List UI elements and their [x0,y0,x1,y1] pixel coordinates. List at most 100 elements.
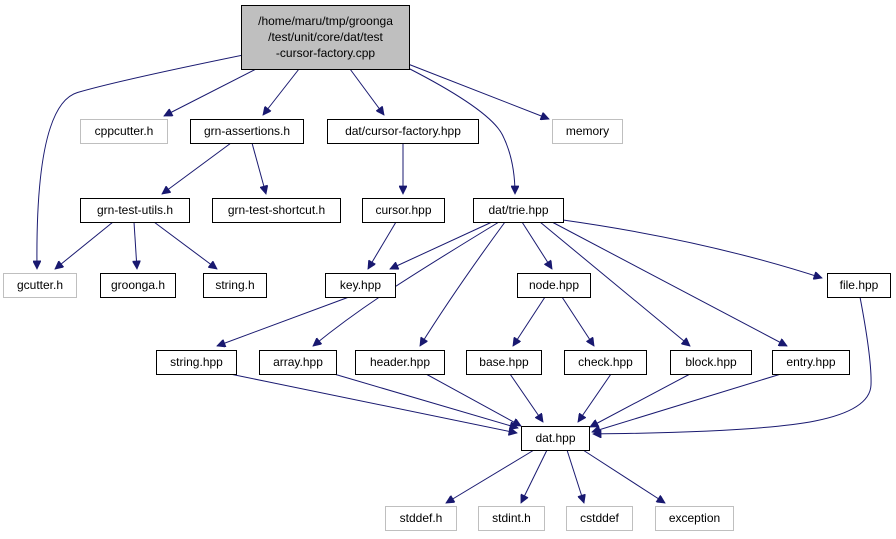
edge-array-hpp-to-dat-hpp [333,373,518,428]
edge-dat-trie-hpp-to-block-hpp [539,221,690,346]
node-box-dat-trie-hpp [473,198,564,223]
node-box-exception [655,506,734,531]
edges-layer [37,51,872,503]
edge-root-to-memory [407,63,549,119]
edge-node-hpp-to-check-hpp [561,296,594,346]
node-label-groonga-h: groonga.h [111,278,165,292]
node-node-hpp[interactable]: node.hpp [517,273,591,298]
node-box-stdint-h [478,506,545,531]
edge-dat-trie-hpp-to-file-hpp [562,219,822,278]
node-label-stddef-h: stddef.h [400,511,443,525]
node-root[interactable]: /home/maru/tmp/groonga/test/unit/core/da… [241,5,410,70]
node-label-dat-trie-hpp: dat/trie.hpp [488,203,548,217]
nodes-layer: /home/maru/tmp/groonga/test/unit/core/da… [3,5,891,531]
edge-root-to-gcutter-h [37,51,259,269]
node-box-grn-assertions-h [190,119,304,144]
edge-entry-hpp-to-dat-hpp [592,373,782,432]
node-label-root-line-2: /test/unit/core/dat/test [268,30,383,44]
node-label-dat-cursor-factory-hpp: dat/cursor-factory.hpp [345,124,461,138]
node-label-cstddef: cstddef [580,511,619,525]
node-box-cursor-hpp [362,198,445,223]
node-exception: exception [655,506,734,531]
node-cursor-hpp[interactable]: cursor.hpp [362,198,445,223]
node-box-header-hpp [355,350,445,375]
node-label-root-line-1: /home/maru/tmp/groonga [258,14,393,28]
node-gcutter-h: gcutter.h [3,273,77,298]
node-grn-assertions-h[interactable]: grn-assertions.h [190,119,304,144]
node-box-check-hpp [564,350,647,375]
node-box-string-h [203,273,267,298]
node-dat-hpp[interactable]: dat.hpp [521,426,590,451]
edge-block-hpp-to-dat-hpp [590,373,691,428]
node-label-key-hpp: key.hpp [340,278,381,292]
node-box-key-hpp [325,273,396,298]
node-label-root-line-3: -cursor-factory.cpp [276,46,375,60]
edge-grn-test-utils-h-to-groonga-h [134,221,137,269]
node-box-entry-hpp [772,350,850,375]
edge-dat-trie-hpp-to-entry-hpp [551,221,787,347]
node-label-gcutter-h: gcutter.h [17,278,63,292]
node-check-hpp[interactable]: check.hpp [564,350,647,375]
node-array-hpp[interactable]: array.hpp [259,350,337,375]
node-stddef-h: stddef.h [385,506,457,531]
node-dat-trie-hpp[interactable]: dat/trie.hpp [473,198,564,223]
node-label-dat-hpp: dat.hpp [535,431,575,445]
edge-check-hpp-to-dat-hpp [578,373,612,422]
node-entry-hpp[interactable]: entry.hpp [772,350,850,375]
node-label-string-hpp: string.hpp [170,355,223,369]
node-grn-test-shortcut-h[interactable]: grn-test-shortcut.h [212,198,341,223]
node-box-gcutter-h [3,273,77,298]
edge-base-hpp-to-dat-hpp [509,373,543,422]
node-dat-cursor-factory-hpp[interactable]: dat/cursor-factory.hpp [327,119,479,144]
node-cppcutter-h: cppcutter.h [80,119,168,144]
node-file-hpp[interactable]: file.hpp [827,273,891,298]
node-box-block-hpp [670,350,752,375]
node-box-cppcutter-h [80,119,168,144]
node-label-grn-test-shortcut-h: grn-test-shortcut.h [228,203,325,217]
node-string-h[interactable]: string.h [203,273,267,298]
node-box-root [241,5,410,70]
edge-grn-assertions-h-to-grn-test-utils-h [162,142,232,194]
edge-cursor-hpp-to-key-hpp [368,221,397,269]
node-stdint-h: stdint.h [478,506,545,531]
edge-key-hpp-to-string-hpp [217,296,350,346]
edge-grn-test-utils-h-to-gcutter-h [55,221,114,269]
node-memory: memory [552,119,623,144]
node-label-entry-hpp: entry.hpp [786,355,835,369]
node-cstddef: cstddef [566,506,633,531]
node-box-file-hpp [827,273,891,298]
node-groonga-h[interactable]: groonga.h [100,273,176,298]
edge-dat-hpp-to-exception [582,449,665,503]
edge-header-hpp-to-dat-hpp [425,373,521,427]
node-header-hpp[interactable]: header.hpp [355,350,445,375]
edge-dat-hpp-to-stddef-h [446,449,535,503]
node-grn-test-utils-h[interactable]: grn-test-utils.h [80,198,190,223]
node-label-base-hpp: base.hpp [479,355,529,369]
node-box-grn-test-shortcut-h [212,198,341,223]
edge-root-to-cppcutter-h [164,67,259,117]
edge-dat-trie-hpp-to-key-hpp [390,221,493,269]
edge-dat-trie-hpp-to-header-hpp [420,221,506,346]
node-key-hpp[interactable]: key.hpp [325,273,396,298]
node-box-array-hpp [259,350,337,375]
node-box-dat-hpp [521,426,590,451]
node-box-groonga-h [100,273,176,298]
node-label-array-hpp: array.hpp [273,355,323,369]
node-base-hpp[interactable]: base.hpp [466,350,542,375]
node-label-cursor-hpp: cursor.hpp [375,203,431,217]
node-label-cppcutter-h: cppcutter.h [95,124,154,138]
edge-root-to-grn-assertions-h [263,68,300,115]
node-label-exception: exception [669,511,720,525]
node-label-node-hpp: node.hpp [529,278,579,292]
node-box-dat-cursor-factory-hpp [327,119,479,144]
edge-grn-assertions-h-to-grn-test-shortcut-h [251,142,266,194]
node-label-block-hpp: block.hpp [685,355,737,369]
node-label-string-h: string.h [215,278,254,292]
node-string-hpp[interactable]: string.hpp [156,350,237,375]
edge-grn-test-utils-h-to-string-h [153,221,217,269]
node-box-string-hpp [156,350,237,375]
node-block-hpp[interactable]: block.hpp [670,350,752,375]
node-label-grn-assertions-h: grn-assertions.h [204,124,290,138]
node-label-grn-test-utils-h: grn-test-utils.h [97,203,173,217]
edge-string-hpp-to-dat-hpp [229,373,517,433]
